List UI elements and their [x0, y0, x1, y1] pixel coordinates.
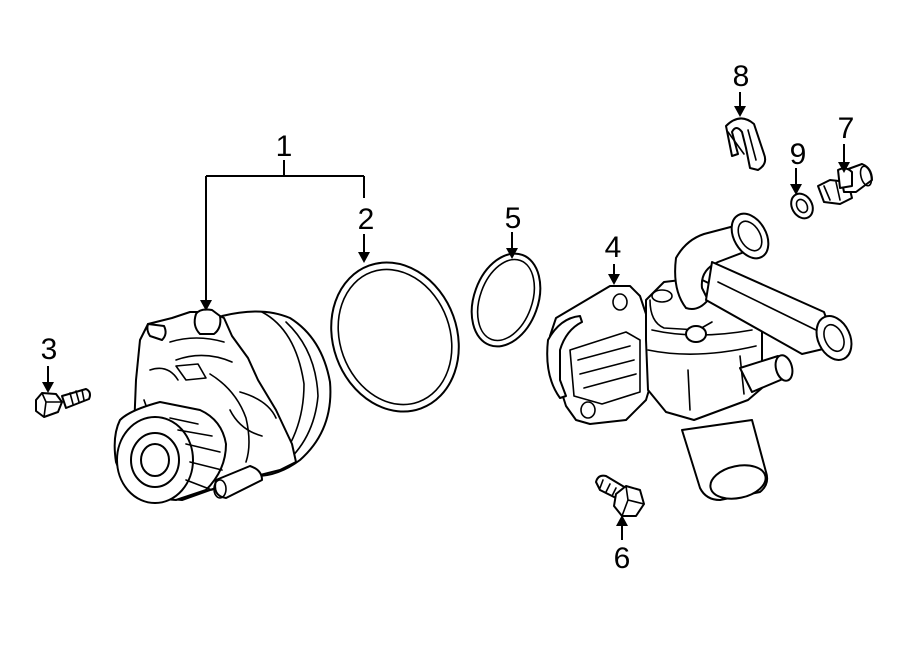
callout-1: 1	[276, 130, 293, 163]
water-pump-part-1	[113, 308, 332, 504]
leader-lines	[42, 92, 850, 540]
bolt-part-3	[35, 388, 91, 418]
thermostat-housing-part-4	[546, 212, 853, 501]
callout-7: 7	[838, 112, 855, 145]
callout-4: 4	[605, 231, 622, 264]
washer-part-9	[790, 192, 814, 220]
callout-6: 6	[614, 542, 631, 575]
callout-8: 8	[733, 60, 750, 93]
o-ring-part-2	[330, 261, 460, 413]
callout-5: 5	[505, 202, 522, 235]
callout-3: 3	[41, 333, 58, 366]
callout-9: 9	[790, 138, 807, 171]
clip-part-8	[725, 117, 767, 171]
callout-2: 2	[358, 203, 375, 236]
o-ring-part-5	[470, 252, 542, 348]
callout-labels: 1 2 3 4 5 6 7 8 9	[41, 60, 855, 575]
sensor-part-7	[817, 163, 873, 205]
bolt-part-6	[595, 474, 645, 517]
